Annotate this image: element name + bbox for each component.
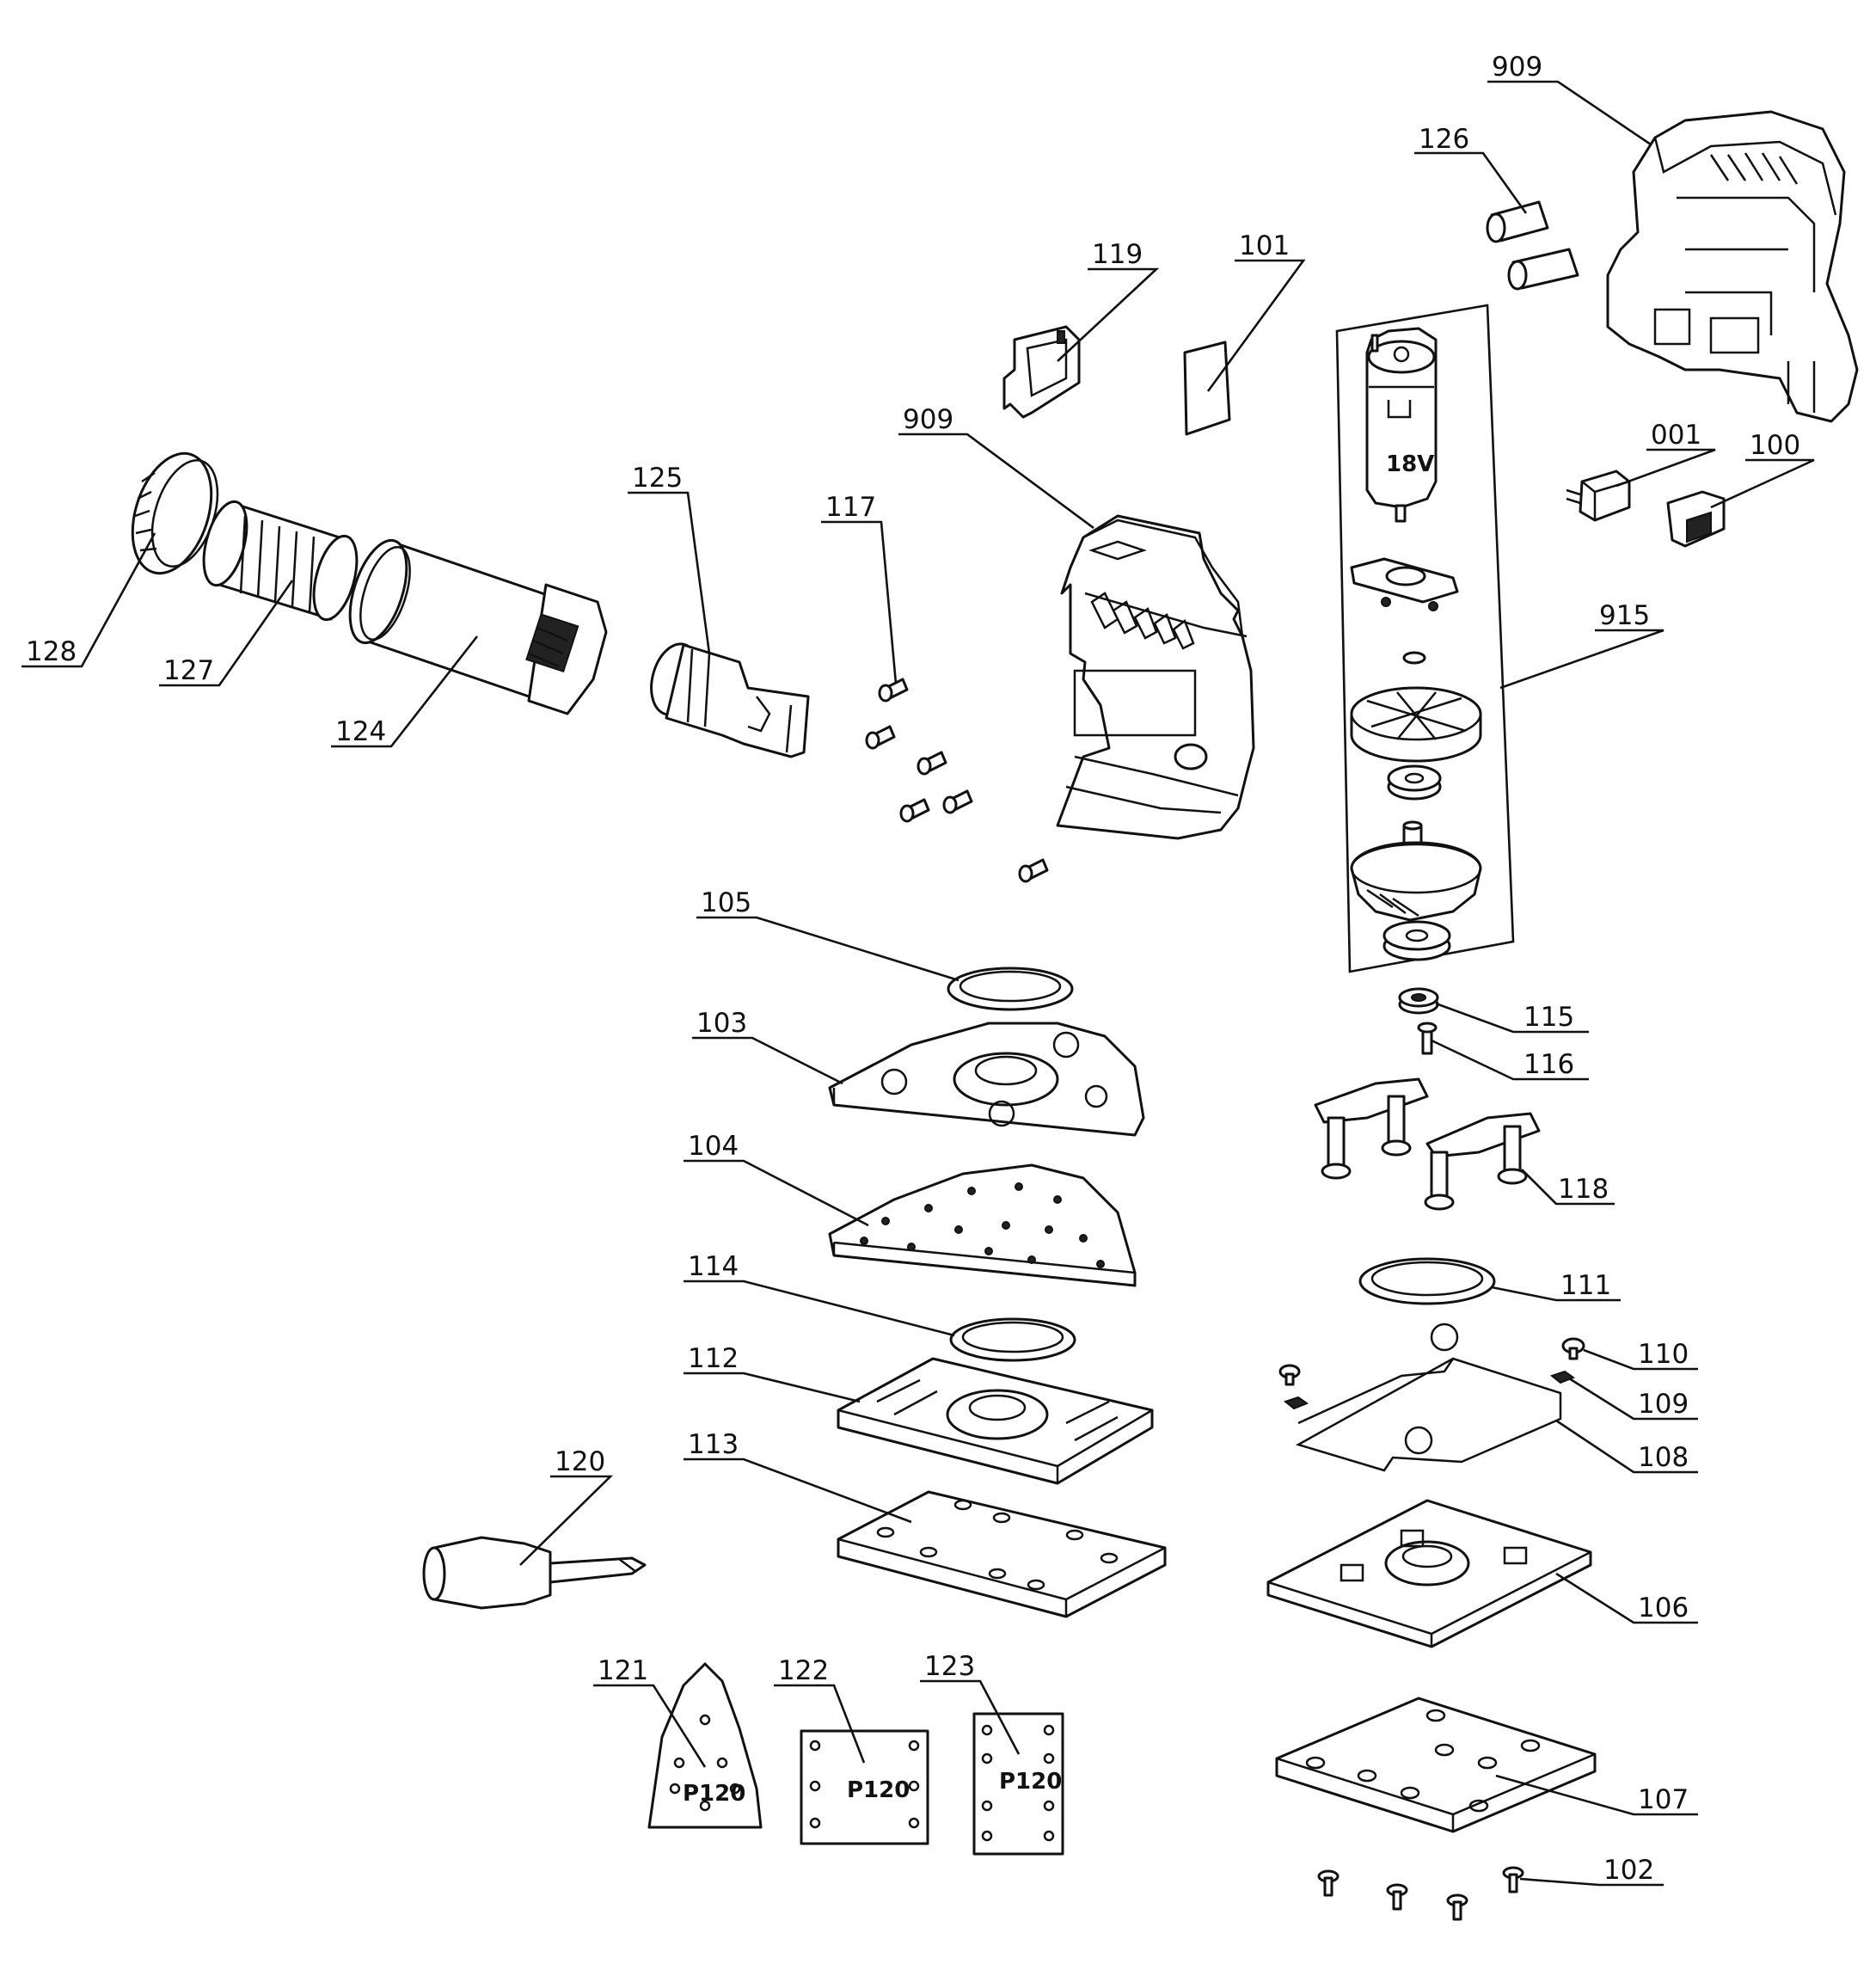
part-120-screwdriver (422, 1536, 647, 1610)
label-120: 120 (555, 1446, 605, 1477)
part-117-screws (865, 678, 1049, 883)
part-105-ring (947, 967, 1074, 1011)
part-909-rear-housing (1606, 110, 1859, 423)
label-118: 118 (1558, 1174, 1609, 1205)
label-126: 126 (1419, 124, 1469, 155)
callouts: 909 126 119 101 909 001 100 125 117 915 … (21, 52, 1815, 1887)
label-102: 102 (1603, 1855, 1654, 1886)
label-111: 111 (1560, 1270, 1611, 1301)
part-124-dust-box (348, 538, 608, 715)
part-107-base-plate (1275, 1697, 1597, 1833)
part-001-switch (1566, 470, 1631, 522)
part-108-wire-frame (1295, 1323, 1562, 1472)
motor-voltage-text: 18V (1386, 451, 1434, 477)
label-104: 104 (688, 1131, 739, 1162)
sandpaper-grit-text-122: P120 (847, 1777, 910, 1803)
label-113: 113 (688, 1429, 739, 1460)
part-118-brackets (1314, 1077, 1541, 1211)
label-100: 100 (1750, 430, 1800, 461)
part-113-rect-pad (837, 1490, 1167, 1618)
sandpaper-grit-text-123: P120 (999, 1769, 1062, 1795)
part-115-nut (1398, 987, 1439, 1015)
part-915-motor-assembly: 18V (1335, 304, 1515, 973)
label-106: 106 (1638, 1593, 1689, 1623)
part-106-rect-base (1266, 1499, 1592, 1648)
label-001: 001 (1651, 420, 1701, 451)
label-103: 103 (696, 1008, 747, 1039)
label-915: 915 (1599, 600, 1650, 631)
part-123-sandpaper: P120 (972, 1712, 1064, 1856)
label-121: 121 (598, 1655, 648, 1686)
part-909-front-housing (1056, 514, 1255, 840)
label-127: 127 (163, 655, 214, 686)
label-124: 124 (335, 716, 386, 747)
part-101-label (1183, 341, 1231, 436)
label-101: 101 (1239, 230, 1290, 261)
part-109-nut (1549, 1370, 1576, 1384)
part-125-adapter (650, 642, 810, 758)
label-108: 108 (1638, 1442, 1689, 1473)
label-122: 122 (778, 1655, 829, 1686)
label-115: 115 (1523, 1002, 1574, 1033)
part-100-switch-cover (1666, 490, 1726, 548)
part-104-delta-pad (828, 1163, 1137, 1287)
label-125: 125 (632, 463, 683, 494)
part-112-rect-plate (837, 1357, 1154, 1485)
label-114: 114 (688, 1251, 739, 1282)
part-127-filter-element (202, 500, 359, 622)
part-103-delta-plate (828, 1022, 1145, 1137)
part-frame-screw-left (1278, 1364, 1309, 1410)
label-112: 112 (688, 1343, 739, 1374)
label-110: 110 (1638, 1339, 1689, 1370)
label-116: 116 (1523, 1049, 1574, 1080)
label-117: 117 (825, 492, 876, 523)
part-111-ring (1358, 1257, 1496, 1305)
label-107: 107 (1638, 1784, 1689, 1815)
label-909-mid: 909 (903, 404, 953, 435)
part-110-screw (1561, 1337, 1585, 1360)
part-119-battery-clip (1002, 325, 1081, 419)
part-122-sandpaper: P120 (800, 1729, 929, 1845)
label-128: 128 (26, 636, 77, 667)
label-105: 105 (701, 887, 751, 918)
part-102-screws (1317, 1866, 1524, 1921)
label-909-top: 909 (1492, 52, 1542, 83)
label-109: 109 (1638, 1389, 1689, 1420)
part-116-screw (1417, 1022, 1438, 1055)
part-114-ring (949, 1317, 1076, 1362)
part-126-carbon-brushes (1486, 200, 1579, 291)
part-121-delta-sandpaper: P120 (647, 1662, 763, 1829)
label-119: 119 (1092, 239, 1143, 270)
sandpaper-grit-text-121: P120 (683, 1781, 745, 1807)
label-123: 123 (924, 1651, 975, 1682)
